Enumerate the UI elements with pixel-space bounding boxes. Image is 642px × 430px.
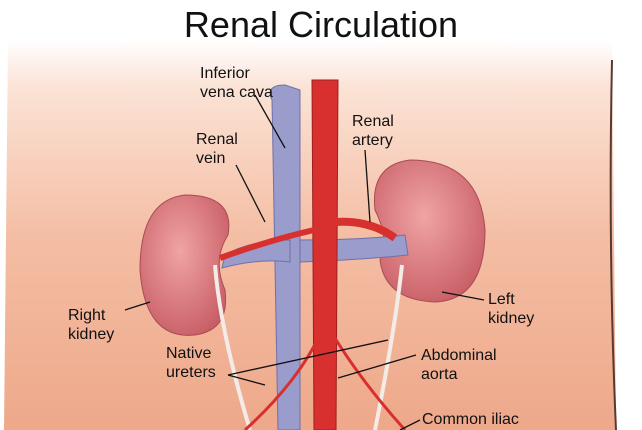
label-line: Abdominal (421, 347, 497, 364)
label-line: artery (352, 132, 393, 149)
label-line: aorta (421, 366, 458, 383)
label-line: Inferior (200, 65, 250, 82)
label-line: Native (166, 345, 212, 362)
label-inferior-vena-cava: Inferior vena cava (200, 64, 273, 102)
label-renal-artery: Renal artery (352, 112, 394, 150)
label-line: ureters (166, 364, 216, 381)
label-line: vena cava (200, 84, 273, 101)
label-line: kidney (68, 326, 115, 343)
label-common-iliac: Common iliac (422, 411, 519, 428)
label-line: kidney (488, 310, 535, 327)
label-native-ureters: Native ureters (166, 344, 216, 382)
label-line: Right (68, 307, 106, 324)
label-line: Renal (196, 131, 238, 148)
torso (4, 40, 616, 430)
page-title: Renal Circulation (183, 4, 459, 45)
label-abdominal-aorta: Abdominal aorta (421, 346, 497, 384)
label-right-kidney: Right kidney (68, 306, 114, 344)
label-line: Left (488, 291, 515, 308)
label-renal-vein: Renal vein (196, 130, 238, 168)
label-line: Renal (352, 113, 394, 130)
aorta-shape (311, 79, 339, 430)
label-left-kidney: Left kidney (488, 290, 534, 328)
label-line: vein (196, 150, 226, 167)
right-kidney-shape (139, 194, 230, 336)
